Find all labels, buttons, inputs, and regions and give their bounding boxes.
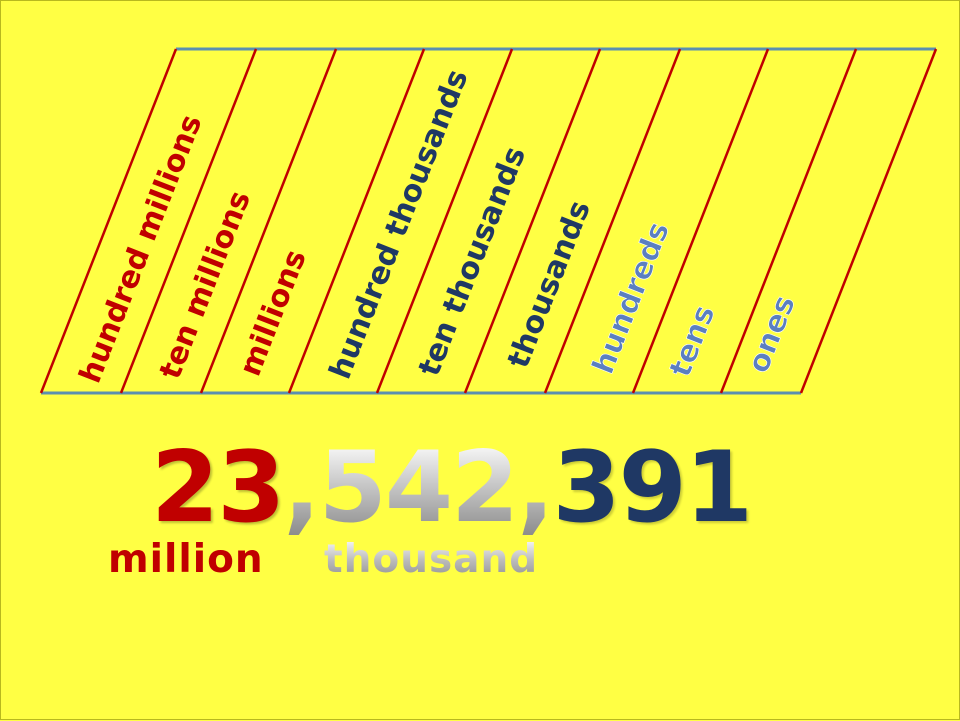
million-period-label: million xyxy=(108,537,264,582)
comma-2: , xyxy=(517,431,554,545)
column-label-hundreds: hundreds xyxy=(586,217,677,379)
column-label-ones: ones xyxy=(741,291,803,378)
column-divider xyxy=(719,48,858,394)
example-number: 23,542,391 xyxy=(151,431,753,545)
column-divider xyxy=(375,48,514,394)
column-divider xyxy=(39,48,178,394)
column-divider xyxy=(287,48,426,394)
column-divider xyxy=(463,48,602,394)
column-label-tens: tens xyxy=(663,300,723,382)
column-divider xyxy=(543,48,682,394)
thousands-period-digits: 542 xyxy=(318,431,520,545)
thousand-period-label: thousand xyxy=(324,537,539,582)
column-divider xyxy=(631,48,770,394)
ones-period-digits: 391 xyxy=(552,431,753,545)
column-divider xyxy=(119,48,258,394)
column-label-thousands: thousands xyxy=(501,196,598,373)
column-divider xyxy=(199,48,338,394)
millions-period-digits: 23 xyxy=(151,431,285,545)
column-divider xyxy=(799,48,938,394)
comma-1: , xyxy=(283,431,320,545)
